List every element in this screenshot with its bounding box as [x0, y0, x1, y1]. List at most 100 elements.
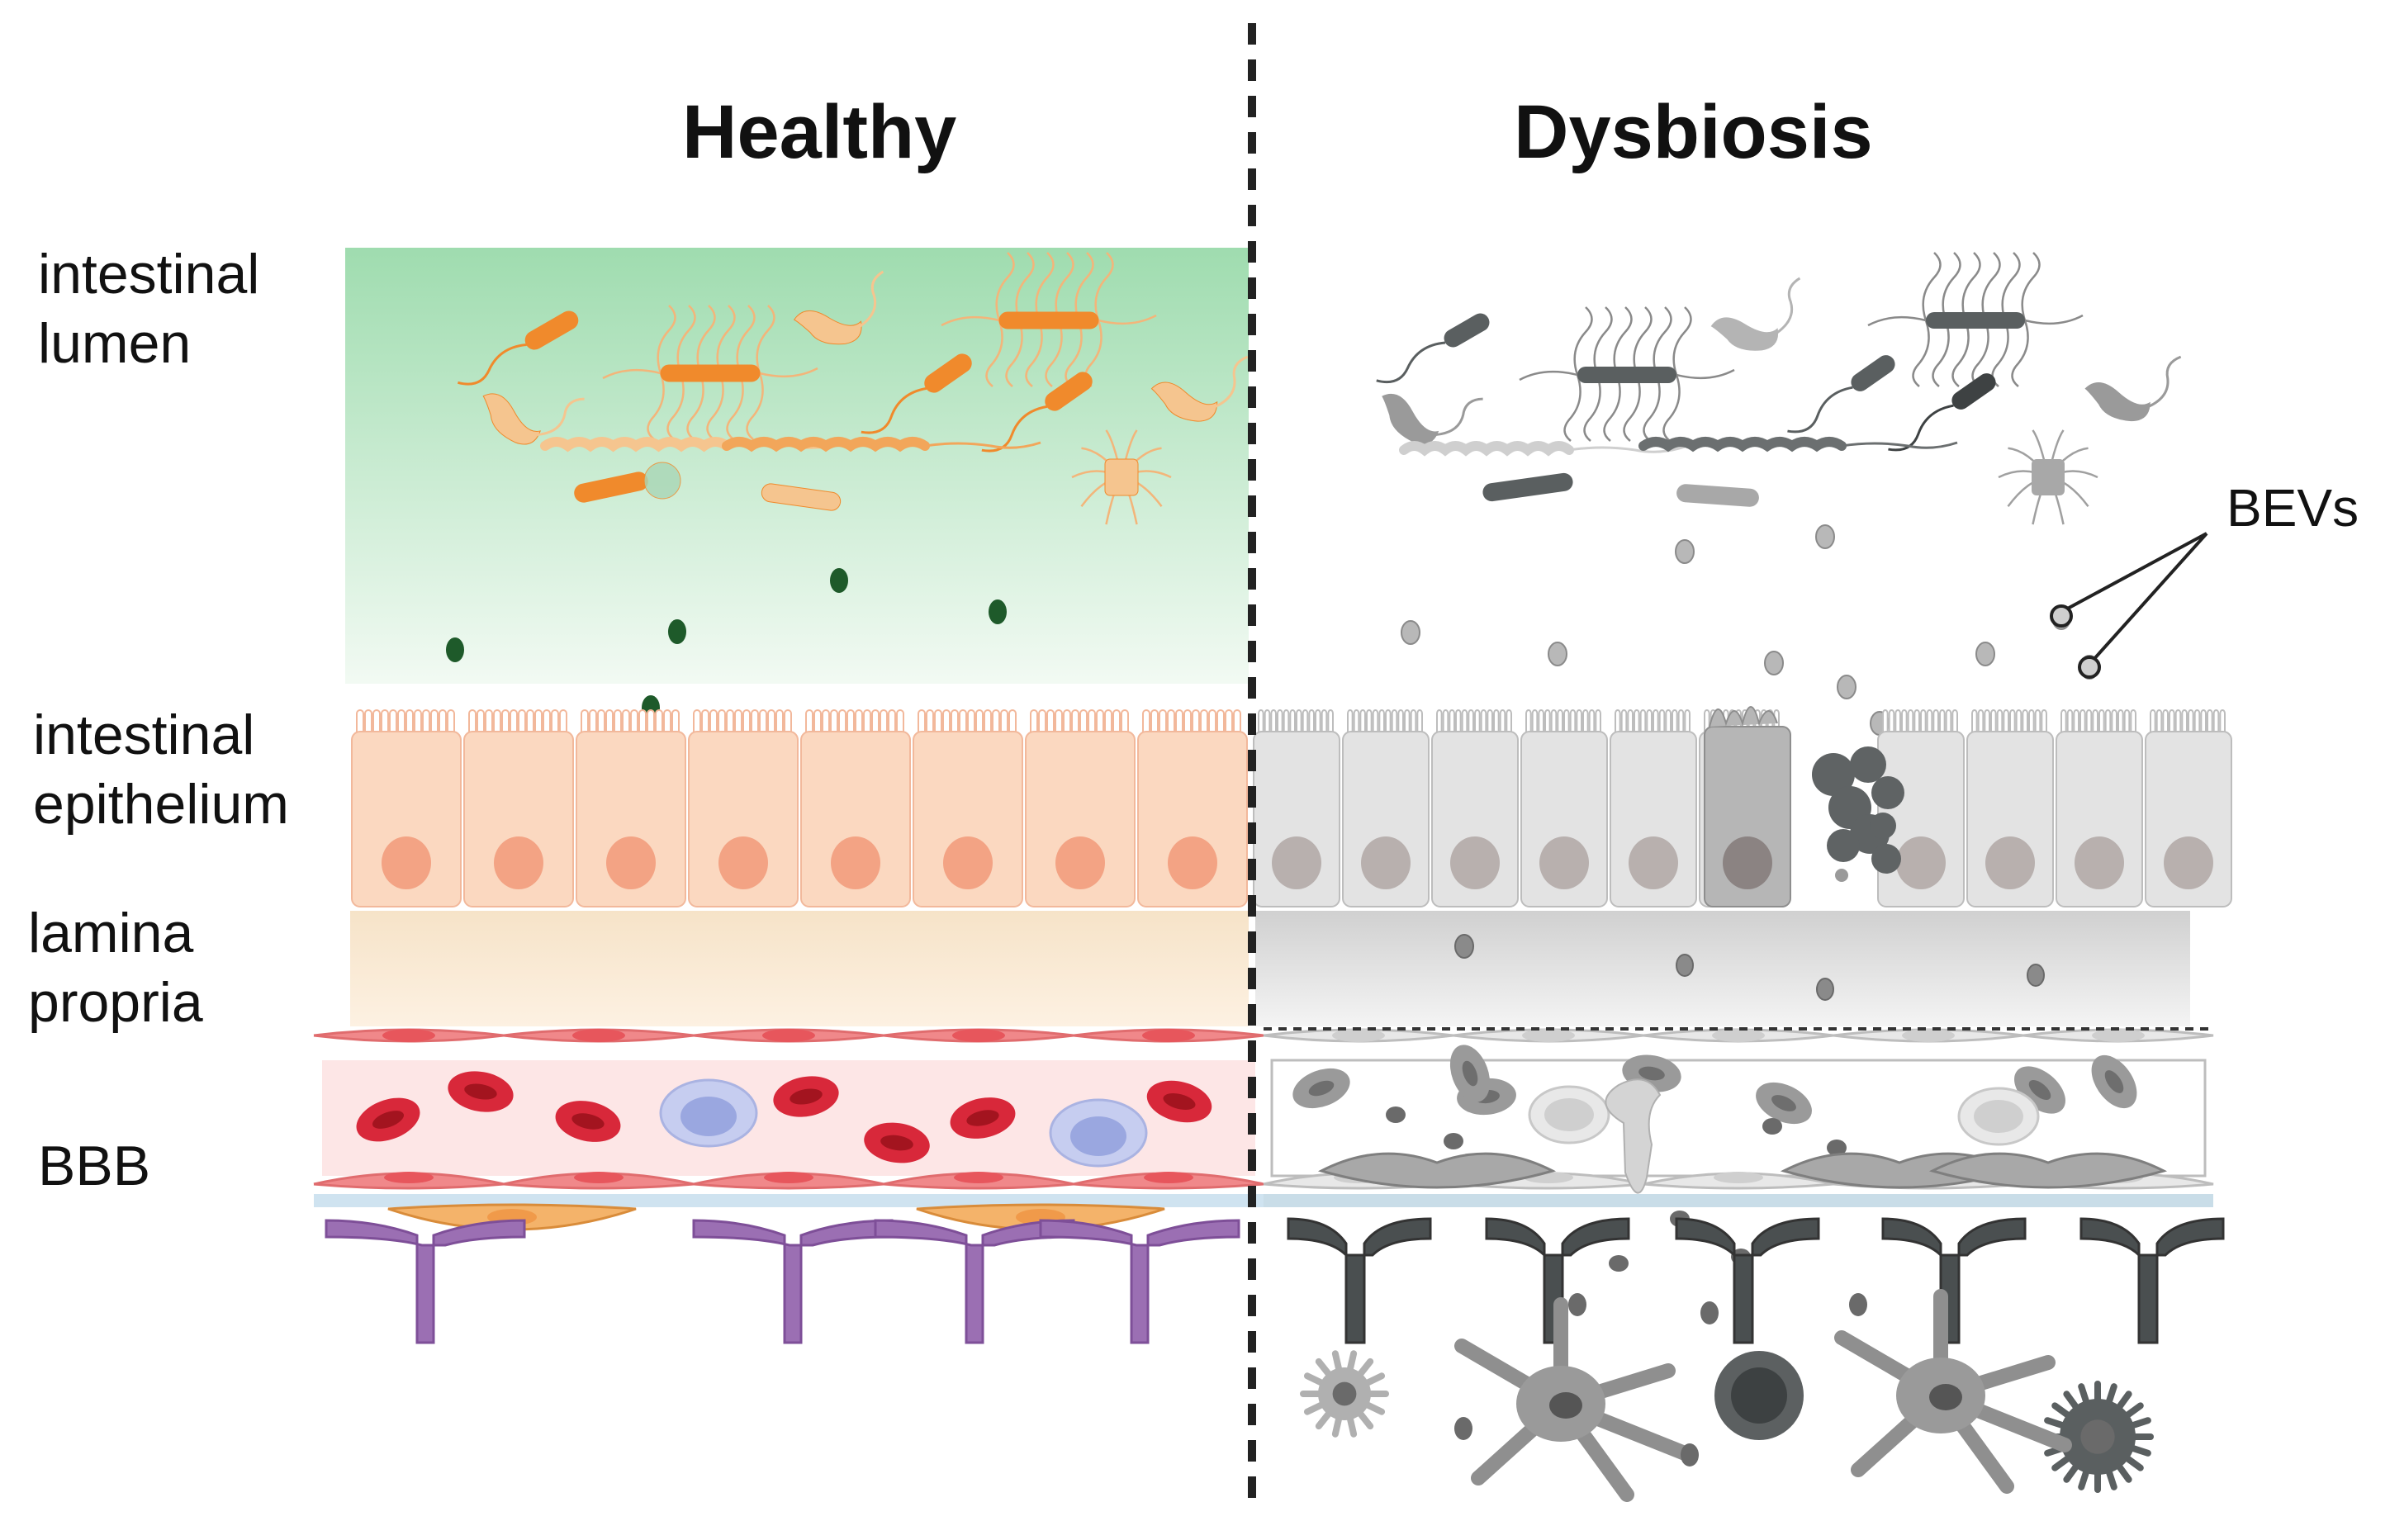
pericyte-icon [1928, 1152, 2168, 1189]
label-intestinal-epithelium: intestinal epithelium [33, 700, 289, 839]
bacterium-icon [1519, 306, 1735, 442]
healthy-lamina-propria [350, 911, 1249, 1026]
enterocyte-icon [800, 709, 911, 907]
extracellular-vesicle-icon [1568, 1293, 1586, 1316]
damaged-enterocyte-icon [1704, 706, 1791, 907]
astrocyte-icon [1675, 1217, 1820, 1344]
healthy-heading: Healthy [682, 90, 957, 174]
enterocyte-icon [1610, 709, 1697, 907]
dysbiosis-bbb [1263, 1027, 2225, 1502]
enterocyte-icon [688, 709, 799, 907]
astrocyte-icon [1287, 1217, 1432, 1344]
bacterium-icon [1382, 393, 1483, 445]
bacterium-icon [458, 310, 579, 386]
bacterium-icon [1071, 429, 1172, 525]
astrocyte-icon [1834, 1289, 2072, 1494]
dysbiosis-lamina-propria [1255, 911, 2190, 1026]
astrocyte-icon [1881, 1217, 2027, 1344]
enterocyte-icon [576, 709, 686, 907]
bacterium-icon [1376, 313, 1490, 384]
bacterium-icon [1888, 373, 1996, 452]
bacterium-icon [793, 270, 884, 345]
astrocyte-icon [325, 1219, 526, 1344]
dysbiosis-heading: Dysbiosis [1514, 90, 1873, 174]
microglia-icon [1300, 1350, 1389, 1438]
red-blood-cell-icon [1146, 1080, 1212, 1123]
label-lamina-line1: lamina [28, 902, 194, 964]
leakage-icon [1605, 1078, 1662, 1194]
extracellular-vesicle-icon [1609, 1255, 1629, 1272]
dysbiosis-panel [1253, 252, 2232, 1502]
basement-membrane [1264, 1194, 2213, 1207]
enterocyte-icon [1253, 709, 1340, 907]
extracellular-vesicle-icon [1681, 1443, 1699, 1467]
bacterium-icon [941, 252, 1157, 387]
label-bbb: BBB [38, 1135, 151, 1197]
red-blood-cell-icon [1449, 1045, 1491, 1102]
bacterium-icon [1482, 472, 1573, 502]
astrocyte-icon [1454, 1297, 1692, 1502]
extracellular-vesicle-icon [1386, 1106, 1406, 1123]
label-bevs: BEVs [2226, 478, 2359, 538]
bacterium-icon [1867, 252, 2084, 387]
healthy-epithelium [351, 709, 1248, 907]
bevs-pointer [2050, 532, 2208, 679]
extracellular-vesicle-icon [1700, 1301, 1719, 1324]
bacterium-icon [1150, 355, 1249, 422]
enterocyte-icon [463, 709, 574, 907]
red-blood-cell-icon [773, 1076, 839, 1117]
bacterium-icon [1998, 429, 2098, 525]
extracellular-vesicle-icon [643, 462, 681, 500]
apoptotic-cell-icon [1812, 746, 1904, 882]
label-intestinal-lumen: intestinal lumen [38, 239, 259, 378]
astrocyte-icon [1039, 1219, 1240, 1344]
extracellular-vesicle-icon [1444, 1133, 1463, 1149]
red-blood-cell-icon [356, 1097, 420, 1142]
enterocyte-icon [1025, 709, 1136, 907]
dysbiosis-bacteria [1376, 252, 2182, 525]
healthy-bacteria [458, 252, 1249, 525]
red-blood-cell-icon [448, 1071, 514, 1112]
bacterium-icon [761, 483, 842, 511]
pericyte-icon [1317, 1152, 1557, 1189]
bacterium-icon [861, 353, 972, 434]
red-blood-cell-icon [1292, 1068, 1350, 1109]
label-epithelium-line2: epithelium [33, 773, 289, 836]
astrocyte-icon [874, 1219, 1075, 1344]
bacterium-icon [482, 393, 585, 445]
extracellular-vesicle-icon [1827, 1140, 1847, 1156]
red-blood-cell-icon [1756, 1082, 1812, 1125]
bacterium-icon [602, 305, 818, 440]
label-lamina-propria: lamina propria [28, 898, 203, 1037]
enterocyte-icon [1431, 709, 1519, 907]
enterocyte-icon [1520, 709, 1608, 907]
bacterium-icon [722, 437, 1041, 453]
label-lumen-line2: lumen [38, 312, 192, 375]
enterocyte-icon [913, 709, 1023, 907]
bacterium-icon [2084, 355, 2182, 422]
red-blood-cell-icon [2091, 1054, 2137, 1109]
extracellular-vesicle-icon [1849, 1293, 1867, 1316]
enterocyte-icon [2056, 709, 2143, 907]
enterocyte-icon [1966, 709, 2054, 907]
enterocyte-icon [2145, 709, 2232, 907]
enterocyte-icon [1342, 709, 1430, 907]
label-epithelium-line1: intestinal [33, 704, 255, 766]
microglia-icon [2041, 1381, 2154, 1493]
astrocyte-icon [1485, 1217, 1630, 1344]
dysbiosis-epithelium [1253, 706, 2232, 907]
bacterium-icon [1787, 355, 1895, 434]
healthy-panel [313, 248, 1264, 1344]
red-blood-cell-icon [864, 1122, 930, 1163]
red-blood-cell-icon [555, 1101, 621, 1142]
healthy-bbb [313, 1028, 1264, 1344]
enterocyte-icon [1137, 709, 1248, 907]
bacterium-icon [1638, 437, 1958, 453]
bacterium-icon [1676, 484, 1759, 507]
label-lamina-line2: propria [28, 971, 203, 1034]
dysbiosis-lamina-bevs [1454, 934, 2045, 1001]
dysbiosis-bevs [1401, 524, 2099, 736]
bacterium-icon [981, 372, 1093, 453]
